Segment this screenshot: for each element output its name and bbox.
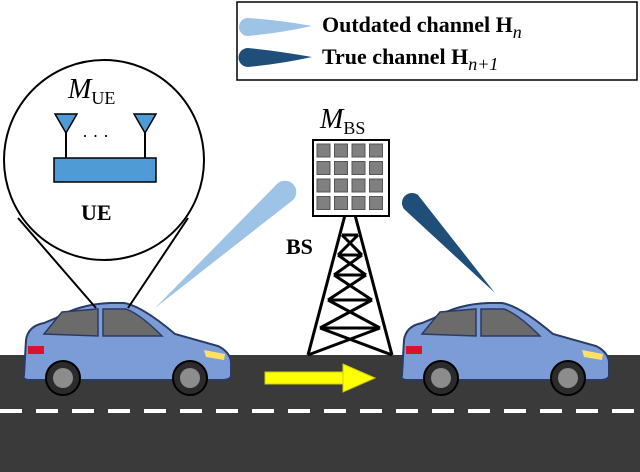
bs-antenna-element <box>316 178 331 193</box>
legend-box <box>236 1 638 81</box>
bs-antenna-element <box>351 178 366 193</box>
legend-outdated-beam-icon <box>239 18 312 36</box>
bs-antenna-element <box>369 178 383 193</box>
legend-true-label: True channel Hn+1 <box>322 44 498 74</box>
ue-antenna-count: MUE <box>67 74 115 108</box>
bs-antenna-element <box>334 178 348 193</box>
wheel-icon <box>423 360 459 396</box>
car-right <box>400 302 610 396</box>
bs-antenna-element <box>351 161 366 175</box>
head-light <box>204 350 225 360</box>
bs-antenna-element <box>369 196 383 210</box>
ue-callout: MUE · · · UE <box>3 59 205 309</box>
bs-antenna-element <box>351 143 366 158</box>
legend: Outdated channel Hn True channel Hn+1 <box>236 1 638 81</box>
car-window <box>102 308 164 337</box>
wheel-icon <box>172 360 208 396</box>
wheel-icon <box>45 360 81 396</box>
true-channel-beam <box>402 193 495 293</box>
bs-antenna-element <box>369 143 383 158</box>
bs-antenna-array-icon <box>312 139 390 217</box>
head-light <box>582 350 603 360</box>
callout-line <box>127 217 189 309</box>
ue-device-panel <box>53 157 157 183</box>
bs-antenna-element <box>316 143 331 158</box>
callout-line <box>17 217 97 309</box>
ue-antenna-icon <box>53 113 79 158</box>
bs-antenna-count: MBS <box>319 104 365 138</box>
car-window <box>42 308 99 337</box>
ue-label: UE <box>81 200 112 225</box>
tail-light <box>406 346 422 354</box>
car-left <box>22 302 232 396</box>
bs-antenna-element <box>334 143 348 158</box>
car-window <box>420 308 477 337</box>
car-window <box>480 308 542 337</box>
wheel-icon <box>550 360 586 396</box>
legend-outdated-label: Outdated channel Hn <box>322 12 522 42</box>
legend-true-beam-icon <box>238 48 312 67</box>
bs-antenna-element <box>351 196 366 210</box>
bs-antenna-element <box>334 196 348 210</box>
movement-arrow-icon <box>264 363 377 393</box>
ue-antenna-icon <box>132 113 158 158</box>
bs-antenna-element <box>334 161 348 175</box>
outdated-channel-beam <box>155 180 297 308</box>
ue-antenna-dots: · · · <box>82 126 109 146</box>
bs-antenna-element <box>369 161 383 175</box>
bs-antenna-element <box>316 196 331 210</box>
bs-label: BS <box>286 234 313 259</box>
bs-tower <box>306 214 394 357</box>
bs-antenna-element <box>316 161 331 175</box>
tail-light <box>28 346 44 354</box>
